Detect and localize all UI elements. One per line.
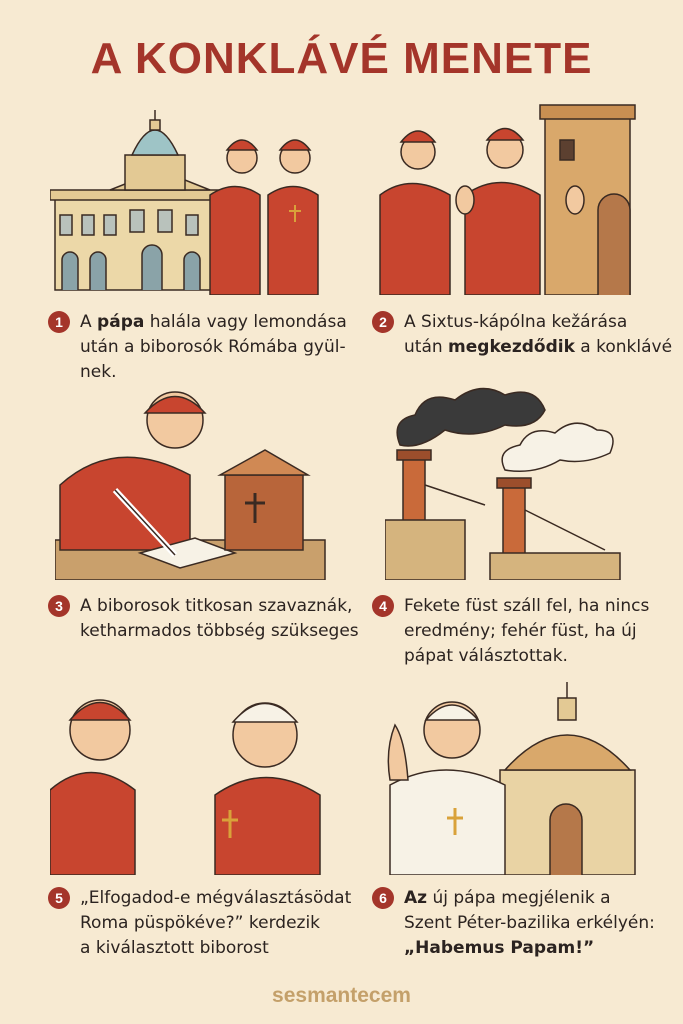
- step-text-segment: halála vagy lemondása: [144, 312, 347, 332]
- step-text-segment: „Elfogadod-e mégválasztásödat: [80, 888, 352, 908]
- step-text-bold: Az: [404, 888, 428, 908]
- illustration-basilica-cardinals: [50, 100, 340, 295]
- step-text-line: „Habemus Papam!”: [404, 936, 655, 961]
- step-text-segment: Fekete füst száll fel, ha nincs: [404, 596, 650, 616]
- step-text: A biborosok titkosan szavaznák, ketharmad…: [80, 594, 359, 644]
- page-title: A KONKLÁVÉ MENETE: [90, 34, 593, 83]
- step-text-segment: eredmény; fehér füst, ha új: [404, 621, 637, 641]
- step-text-segment: Roma püspökéve?” kerdezik: [80, 913, 321, 933]
- illustration-sistine-chapel-closing: [370, 100, 640, 295]
- step-text-segment: után: [404, 337, 449, 357]
- step-text-line: A Sixtus-kápólna kežárása: [404, 310, 672, 335]
- step-text-line: A pápa halála vagy lemondása: [80, 310, 347, 335]
- step-text-segment: a konklávé: [574, 337, 673, 357]
- step-text-line: után megkezdődik a konklávé: [404, 335, 672, 360]
- brand-watermark: sesmantecem: [272, 984, 411, 1007]
- step-text-line: a kiválasztott biborost: [80, 936, 351, 961]
- illustration-smoke-chimneys: [385, 375, 625, 580]
- step-number: 2: [372, 311, 394, 333]
- step-text-line: A biborosok titkosan szavaznák,: [80, 594, 359, 619]
- illustration-pope-balcony: [380, 680, 640, 875]
- step-text-line: eredmény; fehér füst, ha új: [404, 619, 649, 644]
- step-text-segment: után a biborosók Rómába gyül-: [80, 337, 346, 357]
- step-text-line: Szent Péter-bazilika erkélyén:: [404, 911, 655, 936]
- step-text-bold: pápa: [97, 312, 145, 332]
- step-2: 2 A Sixtus-kápólna kežárása után megkezdő…: [372, 310, 672, 360]
- step-text-line: ketharmados többség szükseges: [80, 619, 359, 644]
- step-text: Fekete füst száll fel, ha nincs eredmény;…: [404, 594, 649, 669]
- step-number: 5: [48, 887, 70, 909]
- step-text-line: után a biborosók Rómába gyül-: [80, 335, 347, 360]
- step-text-line: nek.: [80, 360, 347, 385]
- step-text-line: „Elfogadod-e mégválasztásödat: [80, 886, 351, 911]
- step-text-line: Roma püspökéve?” kerdezik: [80, 911, 351, 936]
- step-number: 3: [48, 595, 70, 617]
- step-text-segment: pápat válásztottak.: [404, 646, 568, 666]
- step-text-line: Fekete füst száll fel, ha nincs: [404, 594, 649, 619]
- step-text-bold: „Habemus Papam!”: [404, 938, 595, 958]
- step-text-segment: új pápa megjélenik a: [427, 888, 611, 908]
- illustration-acceptance-question: [50, 680, 330, 875]
- step-number: 4: [372, 595, 394, 617]
- step-text-line: Az új pápa megjélenik a: [404, 886, 655, 911]
- step-text-bold: megkezdődik: [448, 337, 575, 357]
- step-text-segment: A biborosok titkosan szavaznák,: [80, 596, 353, 616]
- step-text-segment: nek.: [80, 362, 117, 382]
- step-text-segment: A: [80, 312, 98, 332]
- step-text: A Sixtus-kápólna kežárása után megkezdődi…: [404, 310, 672, 360]
- step-number: 6: [372, 887, 394, 909]
- step-3: 3 A biborosok titkosan szavaznák, ketharm…: [48, 594, 359, 644]
- step-text-segment: A Sixtus-kápólna kežárása: [404, 312, 628, 332]
- step-4: 4 Fekete füst száll fel, ha nincs eredmén…: [372, 594, 649, 669]
- step-text-segment: ketharmados többség szükseges: [80, 621, 359, 641]
- illustration-cardinal-voting: [55, 375, 335, 580]
- step-text-line: pápat válásztottak.: [404, 644, 649, 669]
- step-number: 1: [48, 311, 70, 333]
- step-text-segment: a kiválasztott biborost: [80, 938, 269, 958]
- step-text-segment: Szent Péter-bazilika erkélyén:: [404, 913, 655, 933]
